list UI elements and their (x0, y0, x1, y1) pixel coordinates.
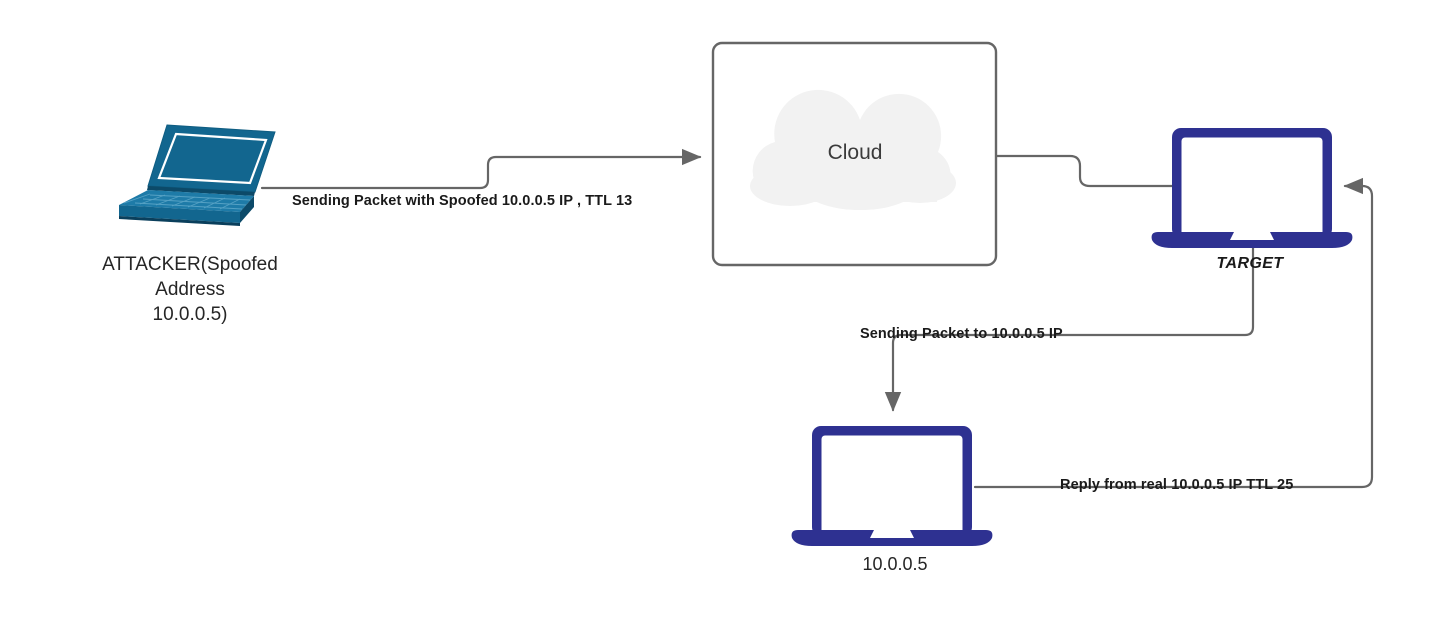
connector-victim-to-target (973, 177, 1374, 489)
cloud-label: Cloud (827, 141, 883, 164)
connector-attacker-to-cloud (260, 148, 702, 190)
connector-cloud-to-target (994, 154, 1174, 188)
target-label: TARGET (1216, 255, 1284, 272)
attacker-laptop-icon (119, 124, 276, 226)
edge-label-attacker-to-cloud: Sending Packet with Spoofed 10.0.0.5 IP … (292, 193, 633, 209)
victim-label: 10.0.0.5 (862, 554, 928, 574)
target-laptop-icon (1151, 128, 1353, 248)
edge-label-target-to-victim: Sending Packet to 10.0.0.5 IP (860, 326, 1063, 342)
connector-target-to-victim (884, 242, 1255, 412)
edge-label-victim-to-target: Reply from real 10.0.0.5 IP TTL 25 (1060, 477, 1294, 493)
victim-laptop-icon (791, 426, 993, 546)
cloud-icon (750, 89, 956, 210)
attacker-label: ATTACKER(Spoofed Address 10.0.0.5) (102, 254, 278, 326)
